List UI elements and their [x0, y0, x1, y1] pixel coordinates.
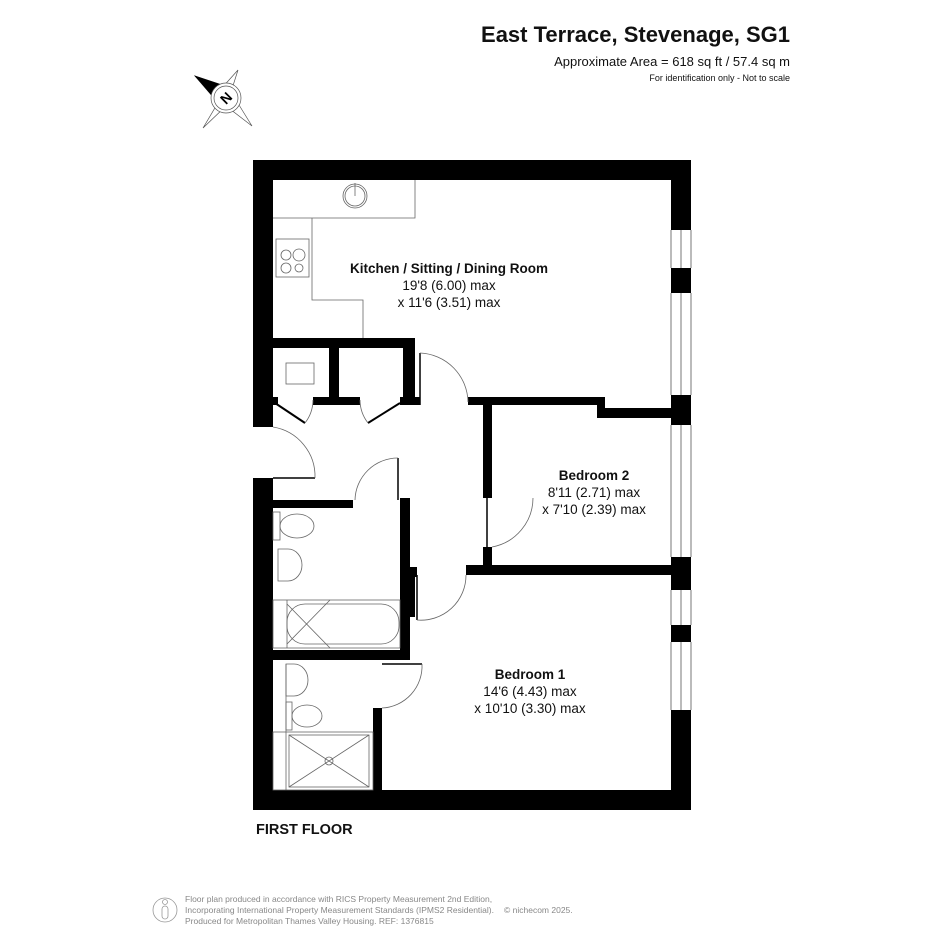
floor-label: FIRST FLOOR	[256, 822, 353, 838]
room-name: Bedroom 1	[494, 667, 566, 682]
room-dimension: x 10'10 (3.30) max	[474, 701, 586, 716]
room-dimension: x 7'10 (2.39) max	[542, 502, 646, 517]
room-dimension: x 11'6 (3.51) max	[397, 295, 501, 310]
bath-icon	[272, 599, 401, 649]
footer-line: Floor plan produced in accordance with R…	[185, 894, 493, 904]
toilet-icon	[285, 701, 323, 731]
footer: Floor plan produced in accordance with R…	[185, 894, 573, 927]
compass-icon: N	[193, 69, 253, 129]
boiler-icon	[285, 362, 315, 385]
basin-icon	[285, 663, 309, 697]
room-dimension: 8'11 (2.71) max	[547, 485, 641, 500]
disclaimer: For identification only - Not to scale	[649, 73, 790, 83]
walls	[253, 160, 691, 810]
footer-line: Produced for Metropolitan Thames Valley …	[185, 916, 434, 926]
hob-icon	[275, 238, 310, 278]
room-kitchen: Kitchen / Sitting / Dining Room 19'8 (6.…	[350, 260, 548, 311]
approximate-area: Approximate Area = 618 sq ft / 57.4 sq m	[554, 54, 790, 69]
fixtures	[272, 180, 534, 791]
windows	[670, 230, 692, 710]
footer-text: Incorporating International Property Mea…	[185, 905, 494, 915]
room-bedroom-1: Bedroom 1 14'6 (4.43) max x 10'10 (3.30)…	[474, 666, 585, 717]
shower-icon	[272, 731, 374, 791]
property-title: East Terrace, Stevenage, SG1	[481, 22, 790, 47]
room-name: Kitchen / Sitting / Dining Room	[350, 261, 548, 276]
room-dimension: 19'8 (6.00) max	[402, 278, 496, 293]
sink-icon	[342, 183, 368, 209]
copyright: © nichecom 2025.	[504, 905, 573, 915]
room-bedroom-2: Bedroom 2 8'11 (2.71) max x 7'10 (2.39) …	[542, 467, 646, 518]
toilet-icon	[272, 511, 315, 541]
footer-line: Incorporating International Property Mea…	[185, 905, 573, 916]
room-dimension: 14'6 (4.43) max	[483, 684, 577, 699]
room-name: Bedroom 2	[558, 468, 630, 483]
basin-icon	[277, 548, 303, 582]
